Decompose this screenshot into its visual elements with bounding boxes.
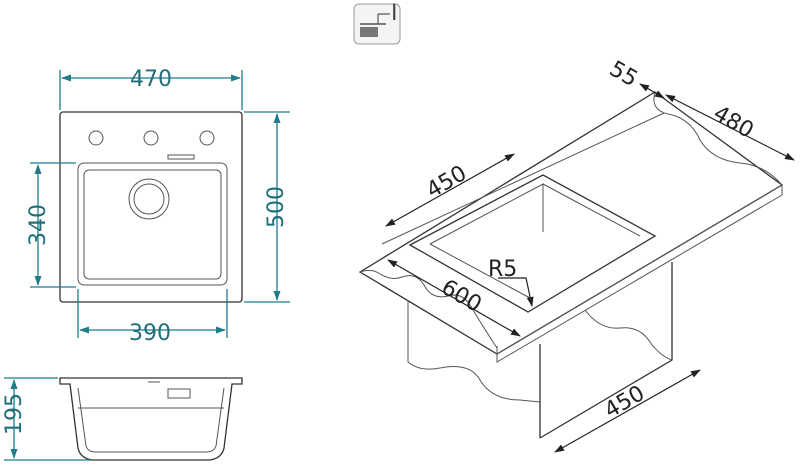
bowl-outline	[77, 162, 228, 286]
sink-outline	[59, 111, 243, 303]
section-view: 195	[2, 377, 243, 461]
undermount-installation-icon: I	[353, 1, 401, 45]
height-label: 500	[264, 186, 289, 228]
radius-label: R5	[488, 257, 517, 282]
icon-label: I	[391, 1, 398, 26]
bowl-width-dimension-line	[385, 153, 515, 227]
bowl-width-iso-label: 450	[422, 161, 471, 204]
cabinet-depth-dimension-line	[554, 369, 701, 453]
tap-hole-left	[88, 130, 104, 146]
rim-dimension-line	[639, 83, 665, 99]
width-label: 470	[130, 67, 172, 92]
cabinet-width-label: 600	[437, 275, 486, 318]
tap-hole-right	[199, 130, 215, 146]
depth-dimension-line	[665, 94, 795, 161]
top-view: 470 500 340 390	[26, 67, 290, 346]
section-outline	[59, 377, 243, 461]
bowl-width-label: 390	[129, 321, 171, 346]
drain-inner	[133, 183, 165, 215]
overflow-slot	[167, 154, 195, 160]
cabinet-width-dimension-line	[387, 259, 521, 337]
tap-hole-center	[143, 130, 159, 146]
cabinet-left-side	[407, 300, 541, 403]
cabinet-depth-label: 450	[600, 381, 649, 424]
radius-leader	[498, 277, 534, 307]
rim-label: 55	[605, 57, 642, 93]
drain-outer	[128, 178, 170, 220]
isometric-view: 55 480 450 R5 600 450	[358, 57, 795, 453]
bowl-height-label: 340	[26, 204, 51, 246]
overflow-box	[167, 388, 191, 399]
section-depth-label: 195	[2, 393, 27, 435]
